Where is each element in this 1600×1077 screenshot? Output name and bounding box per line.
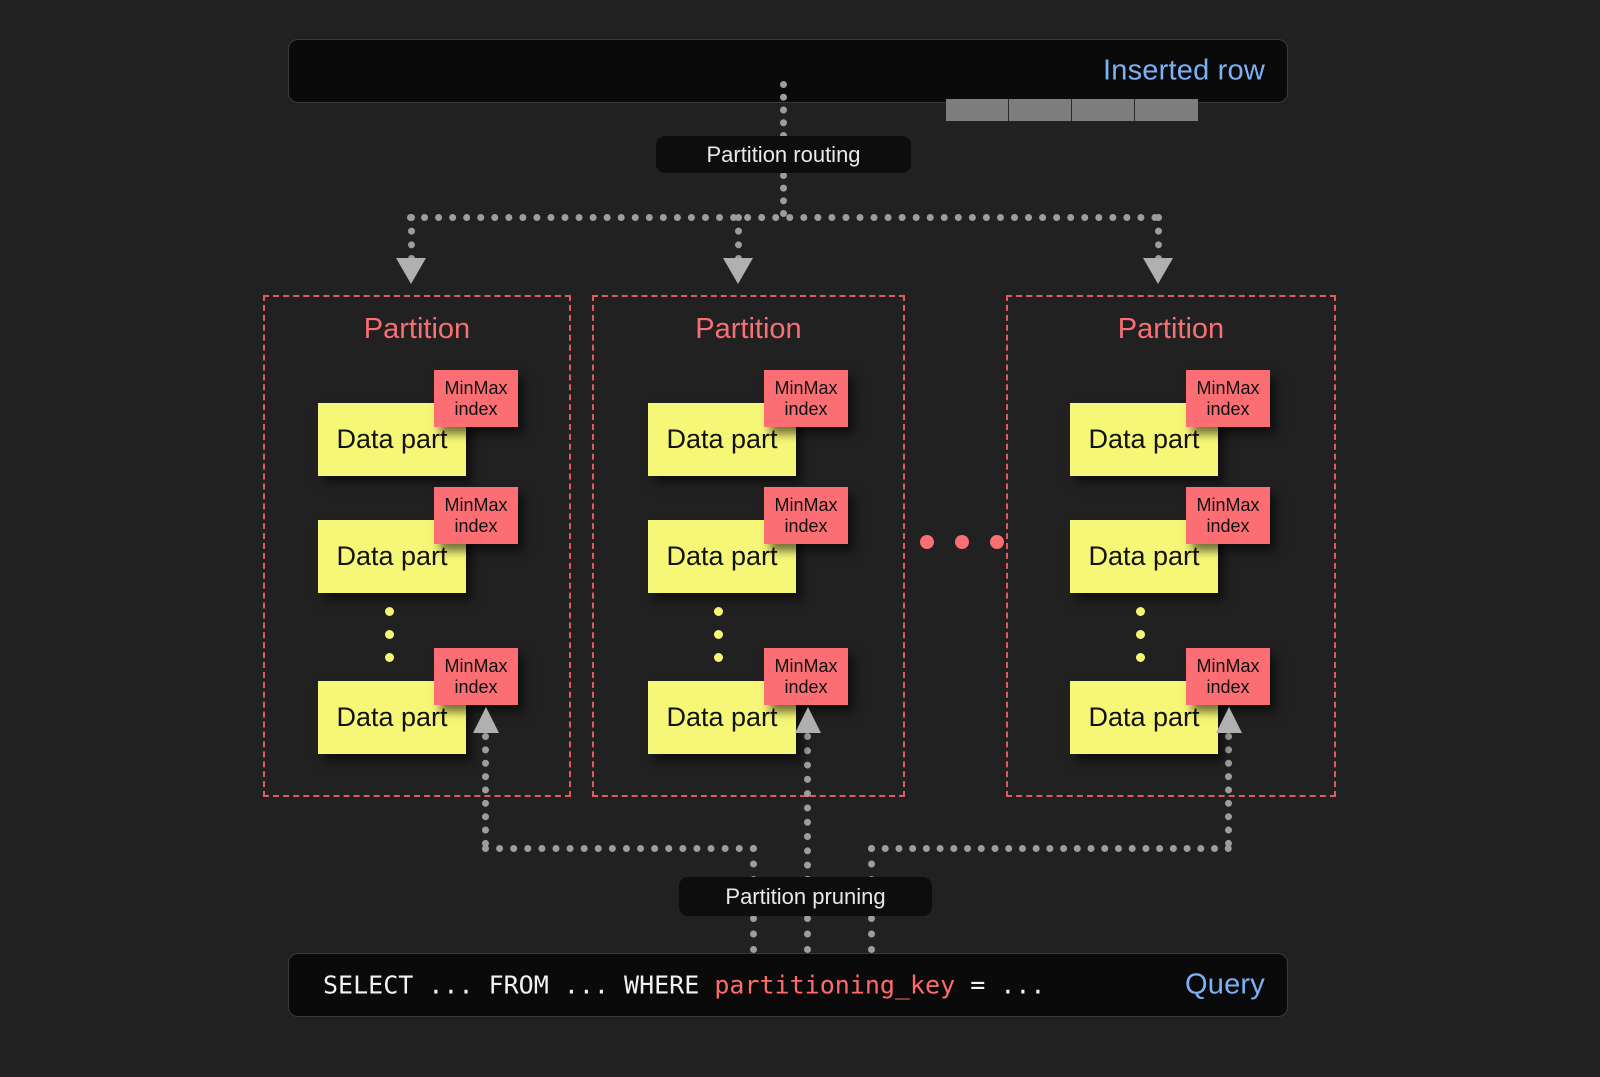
minmax-index-line1: MinMax: [774, 655, 838, 676]
connector-pruning-left-down: [750, 845, 757, 883]
minmax-index-box: MinMax index: [1186, 487, 1270, 544]
connector-pruning-to-partition-3: [1225, 733, 1232, 847]
row-cell: [1135, 99, 1198, 121]
connector-row-to-routing: [780, 81, 787, 139]
minmax-index-line2: index: [1206, 676, 1250, 697]
partition-routing-label: Partition routing: [706, 141, 861, 167]
partition-pruning-label: Partition pruning: [725, 883, 886, 909]
data-part-box: Data part: [318, 520, 466, 593]
partition-box-1: Partition MinMax index Data part MinMax …: [263, 295, 571, 797]
minmax-index-line1: MinMax: [444, 377, 508, 398]
minmax-index-box: MinMax index: [434, 370, 518, 427]
minmax-index-box: MinMax index: [434, 648, 518, 705]
data-part-box: Data part: [648, 520, 796, 593]
arrowhead-to-partition-3-part: [1216, 707, 1242, 733]
partition-title: Partition: [1117, 313, 1225, 345]
row-cell: [1072, 99, 1135, 121]
arrowhead-to-partition-1: [396, 258, 426, 284]
minmax-index-box: MinMax index: [1186, 648, 1270, 705]
minmax-index-box: MinMax index: [434, 487, 518, 544]
row-cell: [1009, 99, 1072, 121]
minmax-index-line2: index: [454, 515, 498, 536]
arrowhead-to-partition-3: [1143, 258, 1173, 284]
connector-pruning-right-down: [868, 845, 875, 883]
inserted-row-bar: Inserted row: [288, 39, 1288, 121]
minmax-index-line1: MinMax: [444, 494, 508, 515]
connector-pruning-to-query-right: [868, 915, 875, 953]
connector-pruning-to-partition-1: [482, 733, 489, 847]
arrowhead-to-partition-2-part: [795, 707, 821, 733]
partition-routing-box: Partition routing: [656, 136, 911, 173]
minmax-index-line1: MinMax: [1196, 655, 1260, 676]
partition-title: Partition: [363, 313, 471, 345]
partition-box-3: Partition MinMax index Data part MinMax …: [1006, 295, 1336, 797]
inserted-row-label: Inserted row: [1103, 54, 1265, 87]
minmax-index-line2: index: [784, 676, 828, 697]
minmax-index-line2: index: [454, 676, 498, 697]
minmax-index-line2: index: [454, 398, 498, 419]
connector-pruning-bus-right: [868, 845, 1232, 852]
inserted-row-cells: [946, 99, 1198, 121]
minmax-index-line2: index: [1206, 515, 1250, 536]
connector-routing-to-bus: [780, 172, 787, 217]
partition-pruning-box: Partition pruning: [679, 877, 932, 916]
minmax-index-line2: index: [784, 515, 828, 536]
connector-bus-to-partition-2: [735, 214, 742, 262]
partition-title: Partition: [695, 313, 802, 345]
vertical-ellipsis: [1136, 607, 1145, 662]
vertical-ellipsis: [385, 607, 394, 662]
minmax-index-line2: index: [1206, 398, 1250, 419]
query-text: SELECT ... FROM ... WHERE partitioning_k…: [323, 971, 1045, 1000]
query-keyword: partitioning_key: [714, 970, 956, 1000]
minmax-index-line1: MinMax: [1196, 377, 1260, 398]
minmax-index-box: MinMax index: [764, 487, 848, 544]
minmax-index-box: MinMax index: [764, 370, 848, 427]
connector-pruning-bus-left: [482, 845, 757, 852]
arrowhead-to-partition-2: [723, 258, 753, 284]
arrowhead-to-partition-1-part: [473, 707, 499, 733]
connector-pruning-to-query-center: [804, 915, 811, 953]
between-partitions-ellipsis: [920, 535, 1004, 549]
minmax-index-box: MinMax index: [764, 648, 848, 705]
query-prefix: SELECT ... FROM ... WHERE: [323, 970, 715, 1000]
minmax-index-line1: MinMax: [444, 655, 508, 676]
query-label: Query: [1185, 968, 1265, 1001]
minmax-index-line1: MinMax: [774, 377, 838, 398]
connector-routing-bus: [407, 214, 1159, 221]
minmax-index-line1: MinMax: [774, 494, 838, 515]
query-bar: SELECT ... FROM ... WHERE partitioning_k…: [288, 953, 1288, 1017]
connector-pruning-to-partition-2: [804, 733, 811, 883]
connector-bus-to-partition-1: [408, 214, 415, 262]
minmax-index-line1: MinMax: [1196, 494, 1260, 515]
connector-bus-to-partition-3: [1155, 214, 1162, 262]
row-cell: [946, 99, 1009, 121]
minmax-index-line2: index: [784, 398, 828, 419]
query-suffix: = ...: [955, 970, 1046, 1000]
data-part-box: Data part: [1070, 681, 1218, 754]
minmax-index-box: MinMax index: [1186, 370, 1270, 427]
partition-box-2: Partition MinMax index Data part MinMax …: [592, 295, 905, 797]
vertical-ellipsis: [714, 607, 723, 662]
connector-pruning-to-query-left: [750, 915, 757, 953]
